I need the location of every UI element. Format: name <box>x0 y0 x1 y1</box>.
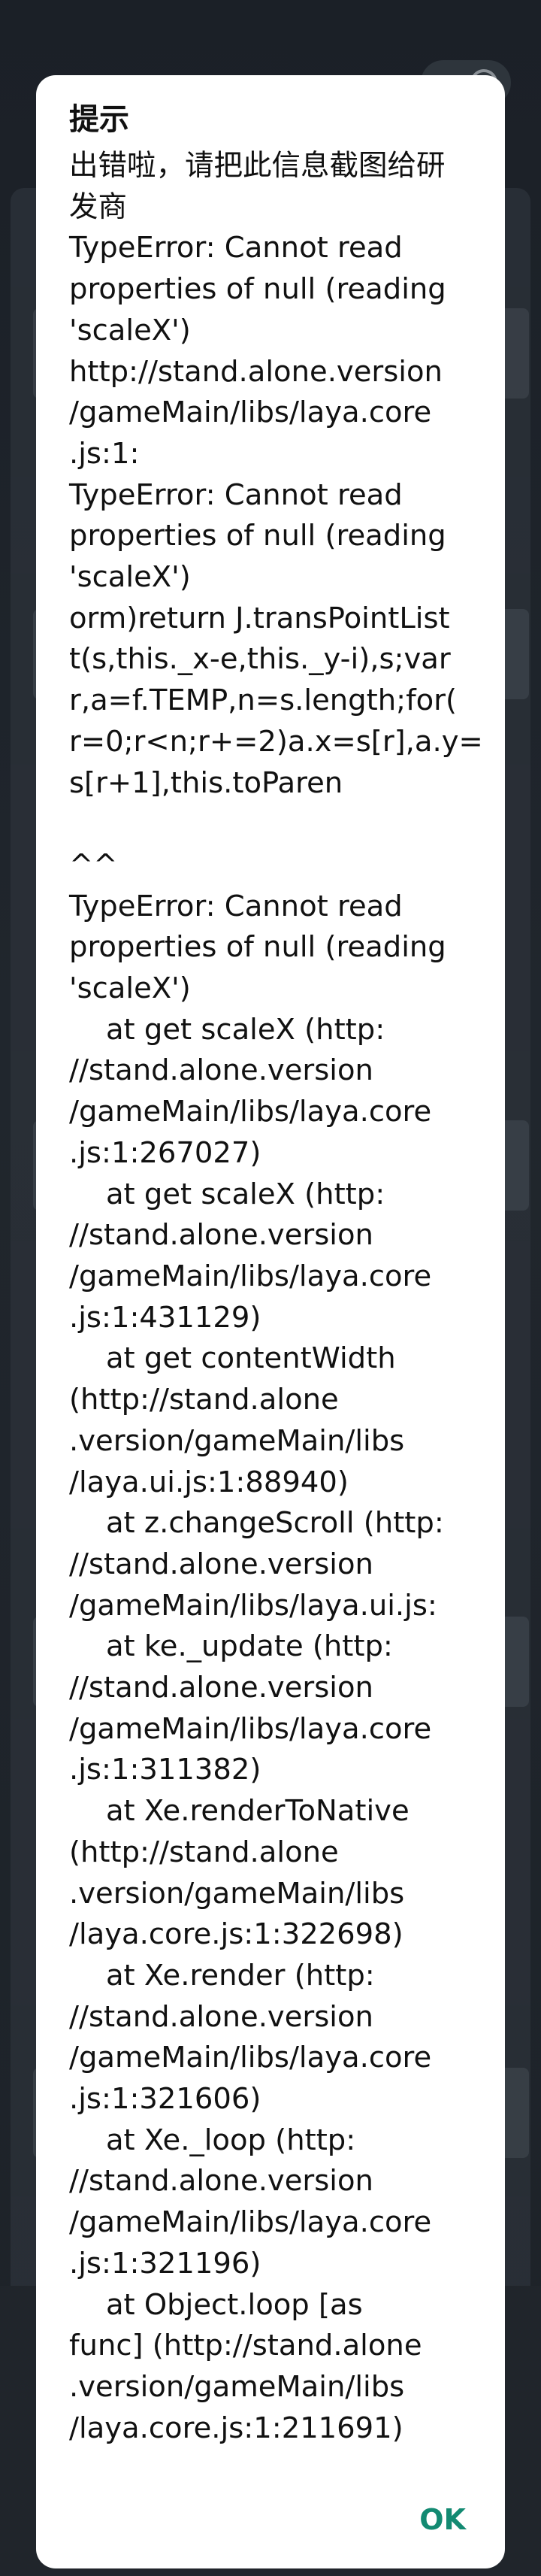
message-line: /gameMain/libs/laya.core <box>69 1095 432 1129</box>
message-line: func] (http://stand.alone <box>69 2329 422 2363</box>
message-line: ^^ <box>69 847 118 882</box>
message-line: .version/gameMain/libs <box>69 1876 405 1911</box>
message-line: TypeError: Cannot read <box>69 889 403 923</box>
message-line: orm)return J.transPointList <box>69 601 450 635</box>
message-line: .js:1:431129) <box>69 1300 261 1335</box>
error-message: 出错啦，请把此信息截图给研发商 TypeError: Cannot read pro… <box>69 146 483 2449</box>
message-line: .version/gameMain/libs <box>69 2369 405 2404</box>
message-line: .js:1:321196) <box>69 2246 261 2281</box>
message-line: //stand.alone.version <box>69 1671 373 1705</box>
message-line: at get scaleX (http: <box>69 1012 385 1047</box>
message-line: 发商 <box>69 189 128 224</box>
message-line: at Xe.renderToNative <box>69 1794 410 1829</box>
message-line: at Xe._loop (http: <box>69 2123 356 2157</box>
message-line: at ke._update (http: <box>69 1629 393 1664</box>
message-line: //stand.alone.version <box>69 2164 373 2199</box>
message-line: .js:1: <box>69 436 140 471</box>
message-line: at Object.loop [as <box>69 2287 363 2322</box>
message-line: properties of null (reading <box>69 519 446 553</box>
message-line: /gameMain/libs/laya.core <box>69 2205 432 2240</box>
message-line: .version/gameMain/libs <box>69 1423 405 1458</box>
message-line: 'scaleX') <box>69 560 191 595</box>
message-line: r=0;r<n;r+=2)a.x=s[r],a.y= <box>69 724 483 759</box>
message-line: (http://stand.alone <box>69 1383 339 1417</box>
message-line: (http://stand.alone <box>69 1835 339 1869</box>
message-line: properties of null (reading <box>69 930 446 965</box>
message-line <box>69 804 472 845</box>
message-line: http://stand.alone.version <box>69 354 443 389</box>
message-line: t(s,this._x-e,this._y-i),s;var <box>69 642 451 677</box>
message-line: //stand.alone.version <box>69 1053 373 1088</box>
message-line: /laya.core.js:1:211691) <box>69 2411 403 2445</box>
message-line: at get contentWidth <box>69 1341 396 1376</box>
error-dialog: 提示 出错啦，请把此信息截图给研发商 TypeError: Cannot read… <box>36 75 505 2568</box>
message-line: 'scaleX') <box>69 313 191 347</box>
message-line: //stand.alone.version <box>69 1218 373 1253</box>
message-line: /gameMain/libs/laya.core <box>69 1259 432 1293</box>
ok-button[interactable]: OK <box>413 2496 472 2543</box>
message-line: at z.changeScroll (http: <box>69 1506 444 1541</box>
message-line: //stand.alone.version <box>69 1547 373 1581</box>
message-line: /laya.core.js:1:322698) <box>69 1917 403 1952</box>
message-line: .js:1:321606) <box>69 2082 261 2117</box>
dialog-title: 提示 <box>69 102 129 137</box>
message-line: TypeError: Cannot read <box>69 477 403 512</box>
message-line: .js:1:267027) <box>69 1135 261 1170</box>
message-line: properties of null (reading <box>69 272 446 307</box>
message-line: s[r+1],this.toParen <box>69 765 343 800</box>
message-line: TypeError: Cannot read <box>69 231 403 265</box>
message-line: /gameMain/libs/laya.core <box>69 1711 432 1746</box>
message-line: /gameMain/libs/laya.core <box>69 395 432 430</box>
message-line: //stand.alone.version <box>69 1999 373 2034</box>
message-line: /laya.ui.js:1:88940) <box>69 1465 349 1499</box>
message-line: /gameMain/libs/laya.ui.js: <box>69 1588 437 1623</box>
message-line: at Xe.render (http: <box>69 1958 375 1993</box>
message-line: at get scaleX (http: <box>69 1177 385 1211</box>
message-line: /gameMain/libs/laya.core <box>69 2041 432 2075</box>
message-line: 出错啦，请把此信息截图给研 <box>69 149 446 183</box>
message-line: .js:1:311382) <box>69 1753 261 1787</box>
message-line: r,a=f.TEMP,n=s.length;for( <box>69 683 458 718</box>
message-line: 'scaleX') <box>69 971 191 1006</box>
